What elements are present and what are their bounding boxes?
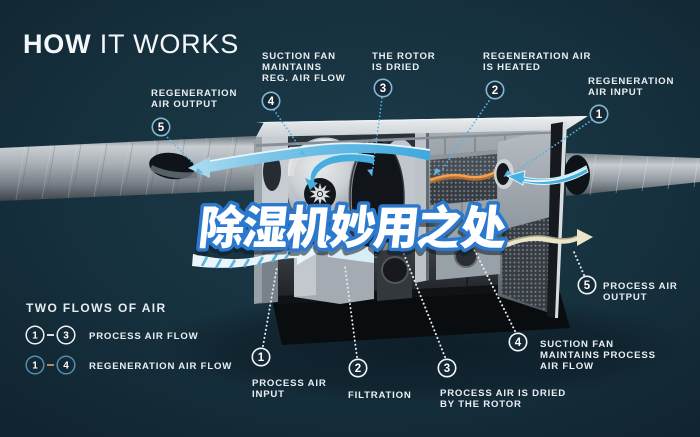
svg-text:PROCESS AIR: PROCESS AIR	[603, 281, 678, 292]
svg-text:FILTRATION: FILTRATION	[348, 390, 412, 401]
svg-text:INPUT: INPUT	[252, 389, 285, 400]
svg-text:THE ROTOR: THE ROTOR	[372, 51, 436, 62]
svg-text:MAINTAINS: MAINTAINS	[262, 62, 322, 73]
svg-text:2: 2	[492, 85, 498, 97]
svg-text:AIR OUTPUT: AIR OUTPUT	[151, 99, 218, 110]
svg-text:3: 3	[63, 331, 69, 342]
svg-text:REG. AIR FLOW: REG. AIR FLOW	[262, 73, 346, 84]
svg-text:OUTPUT: OUTPUT	[603, 292, 647, 303]
svg-text:4: 4	[515, 337, 522, 349]
svg-text:HOW IT WORKS: HOW IT WORKS	[23, 29, 239, 59]
svg-text:MAINTAINS PROCESS: MAINTAINS PROCESS	[540, 350, 656, 361]
svg-text:TWO FLOWS OF AIR: TWO FLOWS OF AIR	[26, 301, 167, 315]
svg-text:REGENERATION AIR: REGENERATION AIR	[483, 51, 591, 62]
svg-text:5: 5	[584, 280, 591, 292]
svg-text:SUCTION FAN: SUCTION FAN	[540, 339, 614, 350]
svg-text:3: 3	[444, 363, 450, 375]
svg-text:IS DRIED: IS DRIED	[372, 62, 420, 73]
svg-text:AIR FLOW: AIR FLOW	[540, 361, 594, 372]
svg-text:PROCESS AIR FLOW: PROCESS AIR FLOW	[89, 331, 199, 342]
svg-text:1: 1	[596, 109, 603, 121]
svg-text:3: 3	[380, 83, 386, 95]
svg-text:AIR INPUT: AIR INPUT	[588, 87, 643, 98]
svg-text:1: 1	[32, 361, 38, 372]
svg-text:2: 2	[355, 363, 361, 375]
svg-text:BY THE ROTOR: BY THE ROTOR	[440, 399, 522, 410]
svg-text:1: 1	[258, 352, 265, 364]
svg-text:REGENERATION AIR FLOW: REGENERATION AIR FLOW	[89, 361, 232, 372]
svg-text:REGENERATION: REGENERATION	[151, 88, 237, 99]
svg-text:PROCESS AIR IS DRIED: PROCESS AIR IS DRIED	[440, 388, 566, 399]
svg-text:IS HEATED: IS HEATED	[483, 62, 541, 73]
svg-text:4: 4	[268, 96, 275, 108]
svg-text:1: 1	[32, 331, 38, 342]
svg-text:SUCTION FAN: SUCTION FAN	[262, 51, 336, 62]
svg-text:PROCESS AIR: PROCESS AIR	[252, 378, 327, 389]
svg-text:REGENERATION: REGENERATION	[588, 76, 674, 87]
svg-text:4: 4	[63, 361, 69, 372]
svg-text:5: 5	[158, 122, 165, 134]
